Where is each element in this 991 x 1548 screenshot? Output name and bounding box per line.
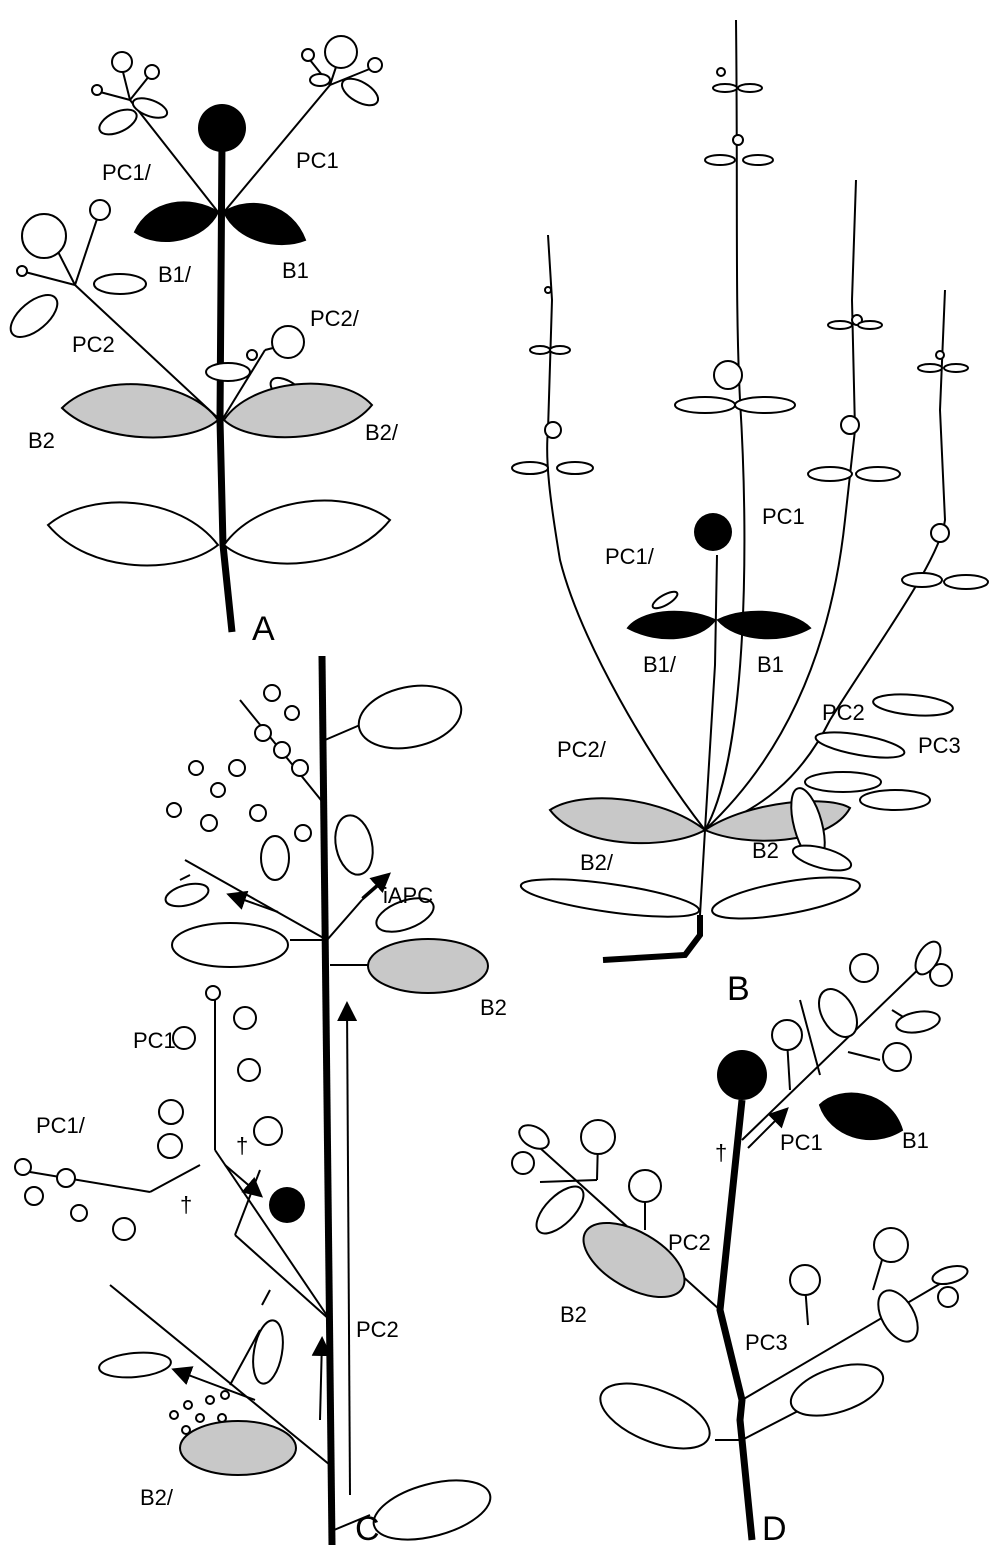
panel-d-b1-bract bbox=[820, 1094, 902, 1140]
panel-a-b2-prime-bract bbox=[224, 384, 372, 438]
panel-c-terminal-flower bbox=[269, 1187, 305, 1223]
panel-a-letter: A bbox=[252, 610, 275, 648]
panel-b-label-b2: B2 bbox=[752, 838, 779, 863]
panel-a-label-pc1: PC1 bbox=[296, 148, 339, 173]
panel-b-label-pc1-prime: PC1/ bbox=[605, 544, 655, 569]
panel-c-label-iapc: iAPC bbox=[383, 883, 433, 908]
panel-a-b1-bract bbox=[224, 204, 305, 244]
panel-a-terminal-flower bbox=[198, 104, 246, 152]
panel-d-label-pc2: PC2 bbox=[668, 1230, 711, 1255]
panel-b-terminal-flower bbox=[694, 513, 732, 551]
panel-a-label-pc1-prime: PC1/ bbox=[102, 160, 152, 185]
panel-a-label-pc2: PC2 bbox=[72, 332, 115, 357]
panel-a-branches bbox=[25, 55, 372, 420]
panel-c-b2-prime-bract bbox=[180, 1421, 296, 1475]
panel-c-b2-bract bbox=[368, 939, 488, 993]
panel-b: PC1 PC1/ B1/ B1 PC2/ PC2 PC3 B2/ B2 B bbox=[512, 20, 988, 1008]
panel-d-letter: D bbox=[762, 1510, 787, 1548]
panel-d-label-b2: B2 bbox=[560, 1302, 587, 1327]
panel-c-label-pc1: PC1 bbox=[133, 1028, 176, 1053]
panel-b-base bbox=[603, 915, 700, 960]
panel-b-label-pc2-prime: PC2/ bbox=[557, 737, 607, 762]
panel-d-label-pc3: PC3 bbox=[745, 1330, 788, 1355]
panel-a-b1-prime-bract bbox=[135, 202, 218, 241]
panel-c-label-b2-prime: B2/ bbox=[140, 1485, 174, 1510]
panel-d-main-stem bbox=[720, 1100, 752, 1540]
panel-b-b1-prime-bract bbox=[628, 612, 715, 639]
panel-b-letter: B bbox=[727, 970, 750, 1008]
panel-b-label-b2-prime: B2/ bbox=[580, 850, 614, 875]
panel-d-terminal-flower bbox=[717, 1050, 767, 1100]
panel-d: † PC1 B1 PC2 B2 PC3 D bbox=[512, 937, 969, 1548]
panel-a-label-b1: B1 bbox=[282, 258, 309, 283]
panel-d-label-pc1: PC1 bbox=[780, 1130, 823, 1155]
panel-b-label-b1: B1 bbox=[757, 652, 784, 677]
panel-c-label-pc1-prime: PC1/ bbox=[36, 1113, 86, 1138]
panel-b-label-pc3: PC3 bbox=[918, 733, 961, 758]
panel-b-label-pc1: PC1 bbox=[762, 504, 805, 529]
panel-c-label-b2: B2 bbox=[480, 995, 507, 1020]
panel-b-label-b1-prime: B1/ bbox=[643, 652, 677, 677]
panel-a-lower-leaf-left bbox=[48, 502, 218, 565]
panel-d-label-dagger: † bbox=[715, 1140, 727, 1165]
panel-c: iAPC B2 PC1 PC1/ † † PC2 B2/ C bbox=[15, 656, 507, 1548]
panel-a-lower-leaf-right bbox=[224, 501, 390, 564]
panel-c-main-stem bbox=[322, 656, 332, 1545]
panel-d-b2-bract bbox=[572, 1208, 697, 1312]
panel-a: PC1/ PC1 B1/ B1 PC2/ PC2 B2 B2/ A bbox=[4, 36, 399, 648]
panel-c-letter: C bbox=[355, 1510, 380, 1548]
panel-b-b2-prime-bract bbox=[550, 798, 705, 843]
panel-c-label-dagger-1: † bbox=[236, 1133, 248, 1158]
panel-a-b2-bract bbox=[62, 384, 218, 437]
panel-c-label-dagger-2: † bbox=[180, 1192, 192, 1217]
panel-d-label-b1: B1 bbox=[902, 1128, 929, 1153]
panel-a-label-pc2-prime: PC2/ bbox=[310, 306, 360, 331]
panel-c-leaves bbox=[98, 677, 497, 1548]
panel-a-label-b2: B2 bbox=[28, 428, 55, 453]
panel-a-label-b2-prime: B2/ bbox=[365, 420, 399, 445]
panel-a-label-b1-prime: B1/ bbox=[158, 262, 192, 287]
panel-c-label-pc2: PC2 bbox=[356, 1317, 399, 1342]
panel-b-label-pc2: PC2 bbox=[822, 700, 865, 725]
panel-b-b1-bract bbox=[718, 612, 810, 639]
